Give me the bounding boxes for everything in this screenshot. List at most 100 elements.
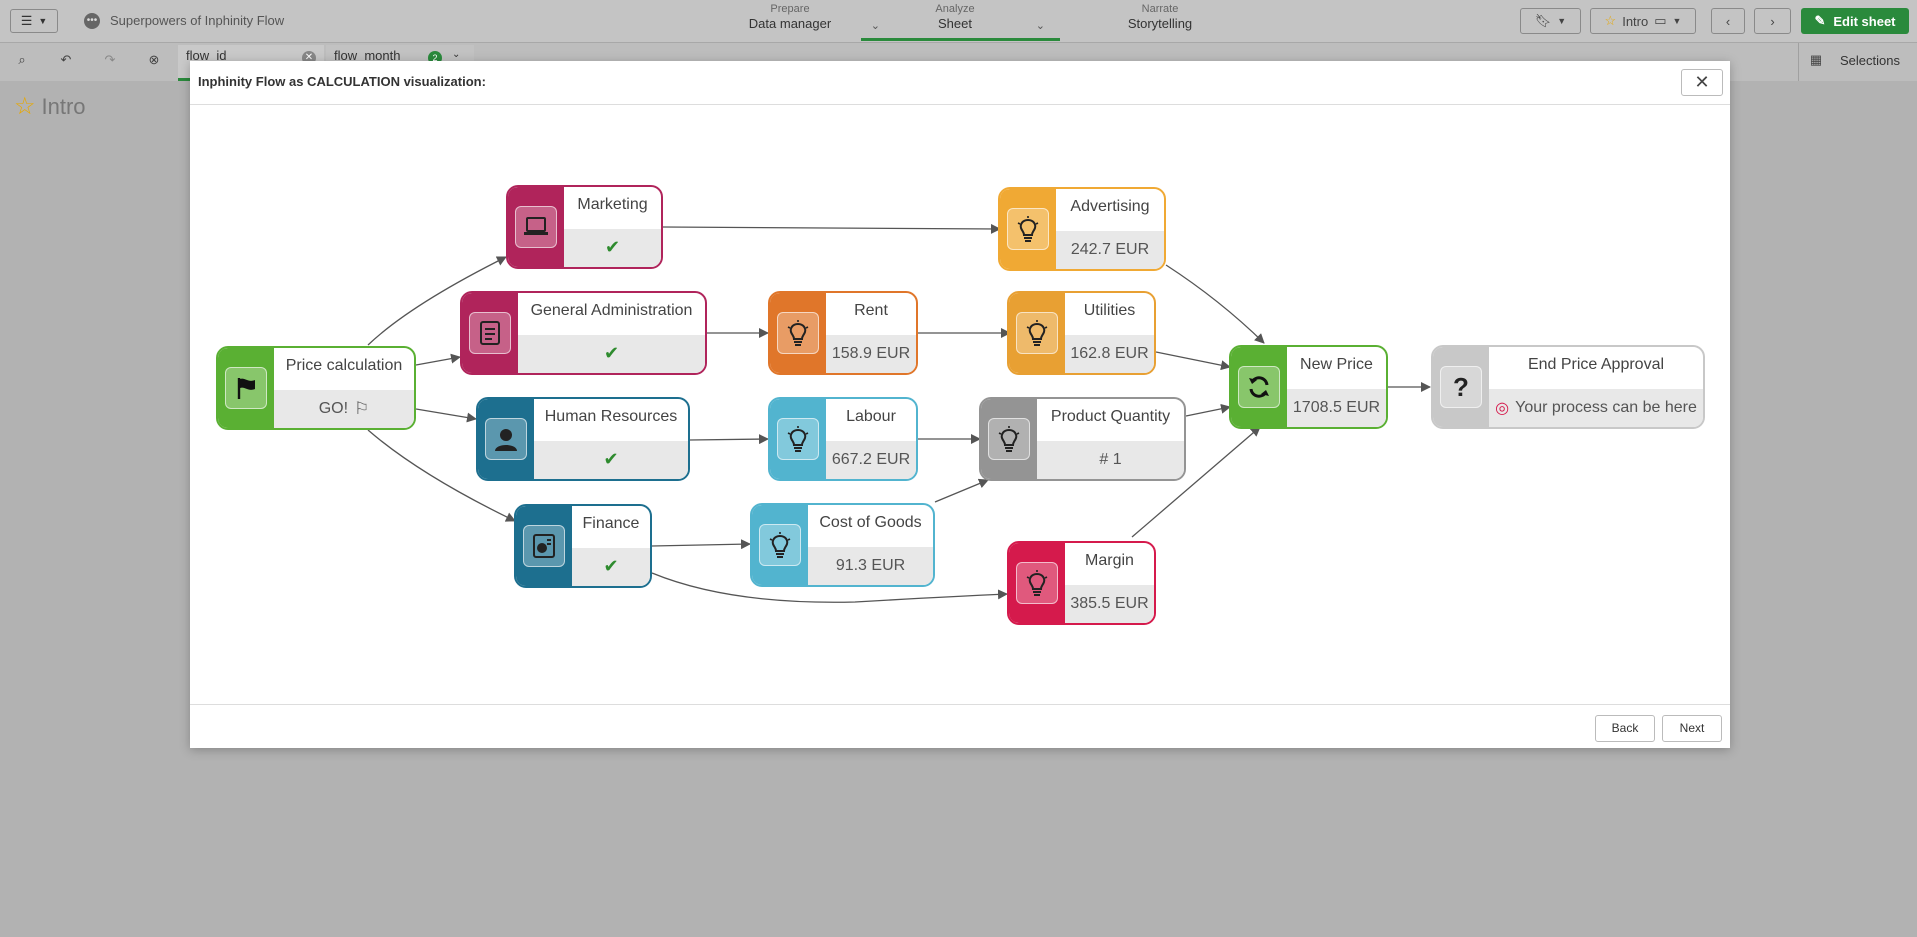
sheet-selector-label: Intro: [1622, 13, 1649, 29]
node-label: End Price Approval: [1527, 356, 1665, 374]
edge-hr-labour: [689, 434, 769, 445]
node-value: 385.5 EUR: [1065, 584, 1154, 623]
sheet-selector[interactable]: ☆ Intro ▭ ▼: [1590, 8, 1696, 34]
node-label: Finance: [582, 515, 640, 533]
tab-prepare[interactable]: Prepare Data manager ⌄: [715, 3, 880, 32]
lightbulb-icon: [988, 418, 1030, 460]
sheet-title: ☆ Intro: [14, 92, 86, 121]
node-value: 162.8 EUR: [1065, 334, 1154, 373]
divider: [1798, 43, 1799, 81]
filter-flow-month-label: flow_month: [334, 48, 401, 63]
lightbulb-icon: [1016, 312, 1058, 354]
edge-marketing-advertising: [662, 223, 1001, 234]
chevron-down-icon: ⌄: [452, 49, 461, 60]
edge-pq-newprice: [1185, 403, 1231, 417]
star-icon: ☆: [14, 93, 36, 120]
node-icon-bg: [1231, 347, 1287, 427]
edge-price-marketing: [367, 256, 507, 346]
selections-button[interactable]: Selections: [1840, 53, 1900, 68]
edge-advertising-newprice: [1165, 264, 1265, 344]
edge-price-admin: [415, 353, 461, 366]
node-icon-bg: [218, 348, 274, 428]
prev-sheet-button[interactable]: ‹: [1711, 8, 1745, 34]
report-chart-icon: [523, 525, 565, 567]
node-icon-bg: [752, 505, 808, 585]
node-label: Rent: [854, 302, 888, 320]
dialog-footer: Back Next: [190, 704, 1730, 749]
node-value: ✔: [518, 334, 705, 373]
chevron-down-icon[interactable]: ⌄: [870, 20, 880, 32]
node-utilities[interactable]: Utilities 162.8 EUR: [1007, 291, 1156, 375]
flow-connectors: [367, 223, 1431, 603]
node-label: New Price: [1300, 356, 1373, 374]
tab-narrate-sup: Narrate: [1141, 3, 1179, 15]
node-icon-bg: ?: [1433, 347, 1489, 427]
app-icon: •••: [84, 13, 100, 29]
node-labour[interactable]: Labour 667.2 EUR: [768, 397, 918, 481]
edge-finance-margin: [651, 572, 1008, 603]
node-advertising[interactable]: Advertising 242.7 EUR: [998, 187, 1166, 271]
tab-analyze[interactable]: Analyze Sheet ⌄: [880, 3, 1045, 32]
active-tab-indicator: [861, 38, 1060, 41]
question-icon: ?: [1440, 366, 1482, 408]
bookmark-button[interactable]: 🔖︎ ▼: [1520, 8, 1581, 34]
smart-search-icon[interactable]: ⌕: [18, 52, 26, 67]
node-margin[interactable]: Margin 385.5 EUR: [1007, 541, 1156, 625]
node-value: 242.7 EUR: [1056, 230, 1164, 269]
laptop-icon: [515, 206, 557, 248]
star-icon: ☆: [1604, 13, 1617, 28]
step-back-icon[interactable]: ↶: [60, 52, 72, 67]
checklist-icon: [469, 312, 511, 354]
chevron-left-icon: ‹: [1725, 13, 1731, 29]
node-rent[interactable]: Rent 158.9 EUR: [768, 291, 918, 375]
node-label: Labour: [846, 408, 896, 426]
chevron-down-icon: ▼: [1672, 16, 1682, 26]
node-label: Advertising: [1070, 198, 1150, 216]
node-icon-bg: [1009, 543, 1065, 623]
node-icon-bg: [1000, 189, 1056, 269]
node-value: GO! ⚐: [274, 389, 414, 428]
tab-analyze-sup: Analyze: [935, 3, 975, 15]
next-sheet-button[interactable]: ›: [1754, 8, 1791, 34]
node-general-administration[interactable]: General Administration ✔: [460, 291, 707, 375]
bookmark-icon: 🔖︎: [1534, 13, 1552, 28]
node-marketing[interactable]: Marketing ✔: [506, 185, 663, 269]
back-button[interactable]: Back: [1595, 715, 1655, 742]
node-label: Cost of Goods: [819, 514, 922, 532]
chevron-down-icon[interactable]: ⌄: [1035, 20, 1045, 32]
story-dialog: Inphinity Flow as CALCULATION visualizat…: [190, 61, 1730, 748]
node-finance[interactable]: Finance ✔: [514, 504, 652, 588]
node-end-price-approval[interactable]: ? End Price Approval ◎ Your process can …: [1431, 345, 1705, 429]
node-human-resources[interactable]: Human Resources ✔: [476, 397, 690, 481]
close-button[interactable]: ✕: [1681, 69, 1723, 96]
edge-cog-pq: [934, 478, 989, 503]
checkmark-icon: ✔: [604, 237, 621, 258]
node-cost-of-goods[interactable]: Cost of Goods 91.3 EUR: [750, 503, 935, 587]
node-icon-bg: [770, 293, 826, 373]
next-button[interactable]: Next: [1662, 715, 1722, 742]
lightbulb-icon: [759, 524, 801, 566]
node-value: # 1: [1037, 440, 1184, 479]
node-icon-bg: [516, 506, 572, 586]
node-new-price[interactable]: New Price 1708.5 EUR: [1229, 345, 1388, 429]
node-price-calculation[interactable]: Price calculation GO! ⚐: [216, 346, 416, 430]
node-value: 1708.5 EUR: [1287, 388, 1386, 427]
edit-sheet-button[interactable]: ✎ Edit sheet: [1801, 8, 1909, 34]
node-product-quantity[interactable]: Product Quantity # 1: [979, 397, 1186, 481]
tab-prepare-sup: Prepare: [770, 3, 810, 15]
node-label: Marketing: [577, 196, 648, 214]
node-icon-bg: [770, 399, 826, 479]
tab-narrate[interactable]: Narrate Storytelling: [1085, 3, 1235, 31]
hamburger-icon: ☰: [20, 13, 33, 28]
step-forward-icon[interactable]: ↷: [104, 52, 116, 67]
node-value: ✔: [564, 228, 661, 267]
global-menu-button[interactable]: ☰ ▼: [10, 9, 58, 33]
edge-finance-cog: [651, 539, 751, 550]
node-icon-bg: [981, 399, 1037, 479]
node-value: 158.9 EUR: [826, 334, 916, 373]
edge-margin-newprice: [1131, 426, 1261, 538]
selections-icon: ▦: [1809, 52, 1823, 67]
target-icon: ◎: [1495, 399, 1510, 417]
clear-selections-icon[interactable]: ⊗: [148, 52, 160, 67]
chevron-right-icon: ›: [1770, 13, 1775, 29]
